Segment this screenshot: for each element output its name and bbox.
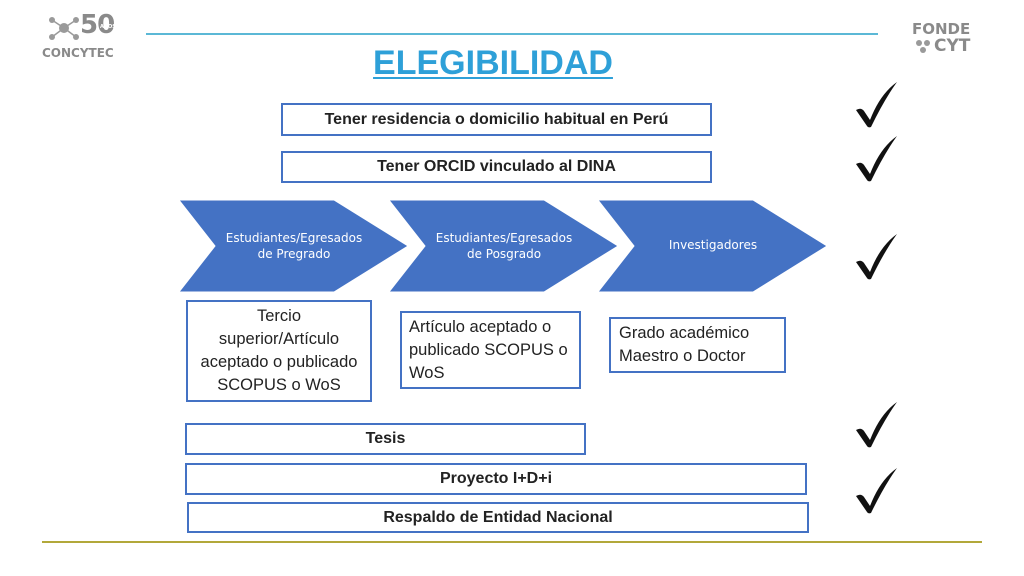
concytec-name: CONCYTEC [42,46,114,60]
chevron-pregrado-line1: Estudiantes/Egresados [225,231,363,245]
chevron-investigadores-line1: Investigadores [668,238,758,252]
fondecyt-line1: FONDE [912,20,971,38]
requirement-orcid: Tener ORCID vinculado al DINA [281,151,712,183]
requirement-residence-label: Tener residencia o domicilio habitual en… [324,110,669,128]
fondecyt-emblem-icon [916,40,930,53]
chevron-pregrado [177,199,409,293]
requirement-project-label: Proyecto I+D+i [439,470,553,487]
chevron-posgrado-label: Estudiantes/Egresados de Posgrado [430,230,578,262]
requirement-institution: Respaldo de Entidad Nacional [187,502,809,533]
criteria-investigadores-line1: Grado académico [619,324,750,342]
checkmark-icon [856,468,897,514]
concytec-logo: 50 AÑOS CONCYTEC [42,10,132,64]
page-title: ELEGIBILIDAD [373,44,613,82]
chevron-investigadores-label: Investigadores [639,237,787,253]
requirement-project: Proyecto I+D+i [185,463,807,495]
checkmark-icon [856,82,897,128]
anniversary-number: 50 [80,10,115,40]
chevron-posgrado [387,199,619,293]
fondecyt-logo: FONDE CYT [908,20,988,60]
requirement-thesis-label: Tesis [365,430,406,447]
criteria-pregrado: Tercio superior/Artículo aceptado o publ… [186,300,372,402]
requirement-residence: Tener residencia o domicilio habitual en… [281,103,712,136]
requirement-orcid-label: Tener ORCID vinculado al DINA [377,158,616,175]
bottom-rule [42,541,982,543]
criteria-pregrado-line3: aceptado o publicado [200,353,358,371]
checkmark-icon [856,234,897,280]
anniversary-years: AÑOS [100,24,116,30]
criteria-investigadores-line2: Maestro o Doctor [619,347,746,365]
criteria-pregrado-line1: Tercio [256,307,301,325]
chevron-investigadores [596,199,828,293]
requirement-institution-label: Respaldo de Entidad Nacional [383,508,613,526]
top-rule [146,33,878,35]
chevron-posgrado-line2: de Posgrado [466,247,542,261]
requirement-thesis: Tesis [185,423,586,455]
criteria-posgrado-line1: Artículo aceptado o [409,317,552,336]
criteria-pregrado-line4: SCOPUS o WoS [217,376,341,394]
chevron-pregrado-line2: de Pregrado [257,247,331,261]
molecule-icon [49,17,79,40]
fondecyt-line2: CYT [934,36,971,56]
chevron-pregrado-label: Estudiantes/Egresados de Pregrado [220,230,368,262]
criteria-posgrado-line3: WoS [409,363,445,382]
chevron-posgrado-line1: Estudiantes/Egresados [435,231,573,245]
criteria-posgrado: Artículo aceptado o publicado SCOPUS o W… [400,311,581,389]
checkmark-icon [856,402,897,448]
criteria-pregrado-line2: superior/Artículo [218,330,340,348]
criteria-investigadores: Grado académico Maestro o Doctor [609,317,786,373]
criteria-posgrado-line2: publicado SCOPUS o [409,340,568,359]
checkmark-icon [856,136,897,182]
